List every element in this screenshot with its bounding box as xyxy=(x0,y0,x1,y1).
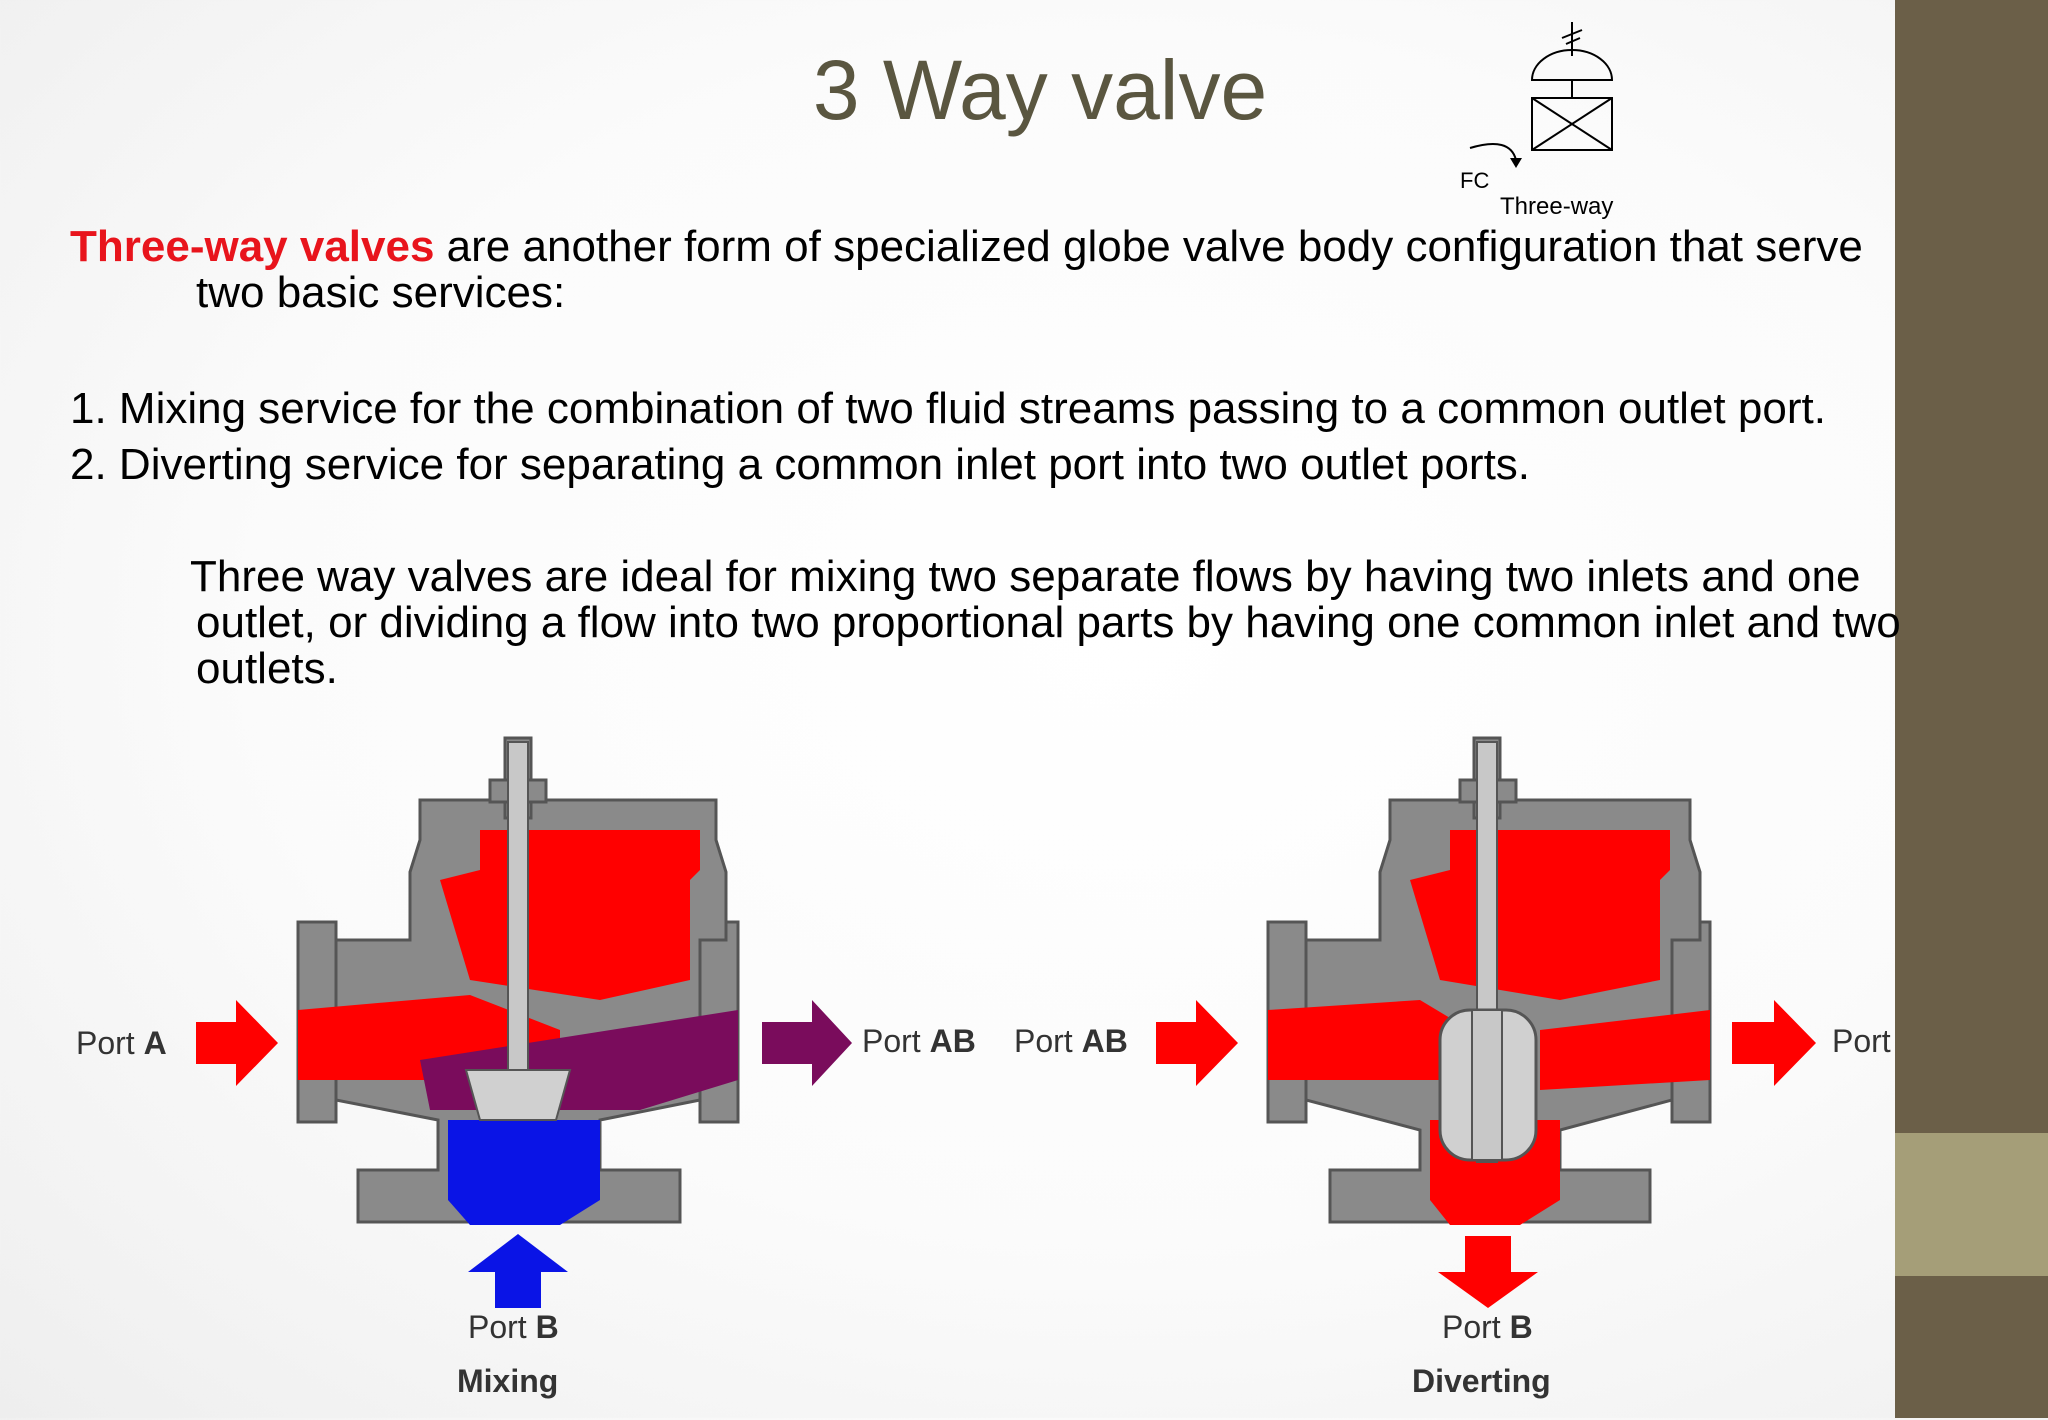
mixing-valve-stem xyxy=(507,741,529,1083)
detail-paragraph: Three way valves are ideal for mixing tw… xyxy=(70,554,2030,692)
mixing-port-a-word: Port xyxy=(76,1025,135,1061)
svg-text:Port B: Port B xyxy=(468,1309,559,1345)
intro-paragraph: Three-way valves are another form of spe… xyxy=(70,224,2010,316)
detail-line2: outlet, or dividing a flow into two prop… xyxy=(196,598,1901,647)
detail-line1: Three way valves are ideal for mixing tw… xyxy=(190,552,1861,601)
three-way-valve-symbol-icon: FC Three-way xyxy=(1460,22,1613,220)
diverting-port-a-word: Port xyxy=(1832,1023,1891,1059)
mixing-port-ab-label: AB xyxy=(930,1023,976,1059)
mixing-port-b-word: Port xyxy=(468,1309,527,1345)
diverting-port-ab-label: AB xyxy=(1082,1023,1128,1059)
svg-text:Port B: Port B xyxy=(1442,1309,1533,1345)
mixing-port-b-label: B xyxy=(536,1309,559,1345)
diverting-valve-diagram: Port AB Port A Port B Diverting xyxy=(1014,736,1895,1399)
diverting-inlet-ab-channel xyxy=(1268,1000,1470,1080)
mixing-upper-chamber xyxy=(440,830,700,1000)
diverting-port-b-arrow xyxy=(1438,1236,1538,1308)
mixing-port-a-label: A xyxy=(144,1025,167,1061)
diverting-port-b-label: B xyxy=(1510,1309,1533,1345)
list-item-diverting: 2. Diverting service for separating a co… xyxy=(70,440,1531,489)
mixing-inlet-b-chamber xyxy=(448,1120,600,1225)
mixing-port-a-arrow xyxy=(196,1000,278,1086)
intro-text-line2: two basic services: xyxy=(196,268,566,317)
mixing-port-b-arrow xyxy=(468,1234,568,1308)
list-item-mixing: 1. Mixing service for the combination of… xyxy=(70,384,1826,433)
diverting-port-ab-word: Port xyxy=(1014,1023,1073,1059)
detail-line3: outlets. xyxy=(196,644,338,693)
svg-text:Port AB: Port AB xyxy=(862,1023,976,1059)
diverting-caption: Diverting xyxy=(1412,1363,1551,1399)
mixing-port-ab-word: Port xyxy=(862,1023,921,1059)
diverting-port-b-word: Port xyxy=(1442,1309,1501,1345)
sidebar-light-block xyxy=(1895,1133,2048,1276)
diverting-upper-chamber xyxy=(1410,830,1670,1000)
diverting-port-a-arrow xyxy=(1732,1000,1816,1086)
diverting-port-ab-arrow xyxy=(1156,1000,1238,1086)
svg-text:Port A: Port A xyxy=(76,1025,167,1061)
mixing-port-ab-arrow xyxy=(762,1000,852,1086)
intro-text-line1: are another form of specialized globe va… xyxy=(434,222,1863,271)
mixing-caption: Mixing xyxy=(457,1363,558,1399)
svg-text:Port AB: Port AB xyxy=(1014,1023,1128,1059)
symbol-fc-label: FC xyxy=(1460,168,1489,193)
intro-highlight: Three-way valves xyxy=(70,222,435,271)
mixing-valve-diagram: Port A Port AB Port B Mixing xyxy=(76,736,976,1399)
diverting-outlet-a-channel xyxy=(1540,1010,1710,1090)
svg-text:Port A: Port A xyxy=(1832,1023,1895,1059)
slide-title: 3 Way valve xyxy=(812,43,1268,137)
symbol-caption: Three-way xyxy=(1500,193,1613,220)
mixing-valve-plug xyxy=(464,1069,572,1121)
